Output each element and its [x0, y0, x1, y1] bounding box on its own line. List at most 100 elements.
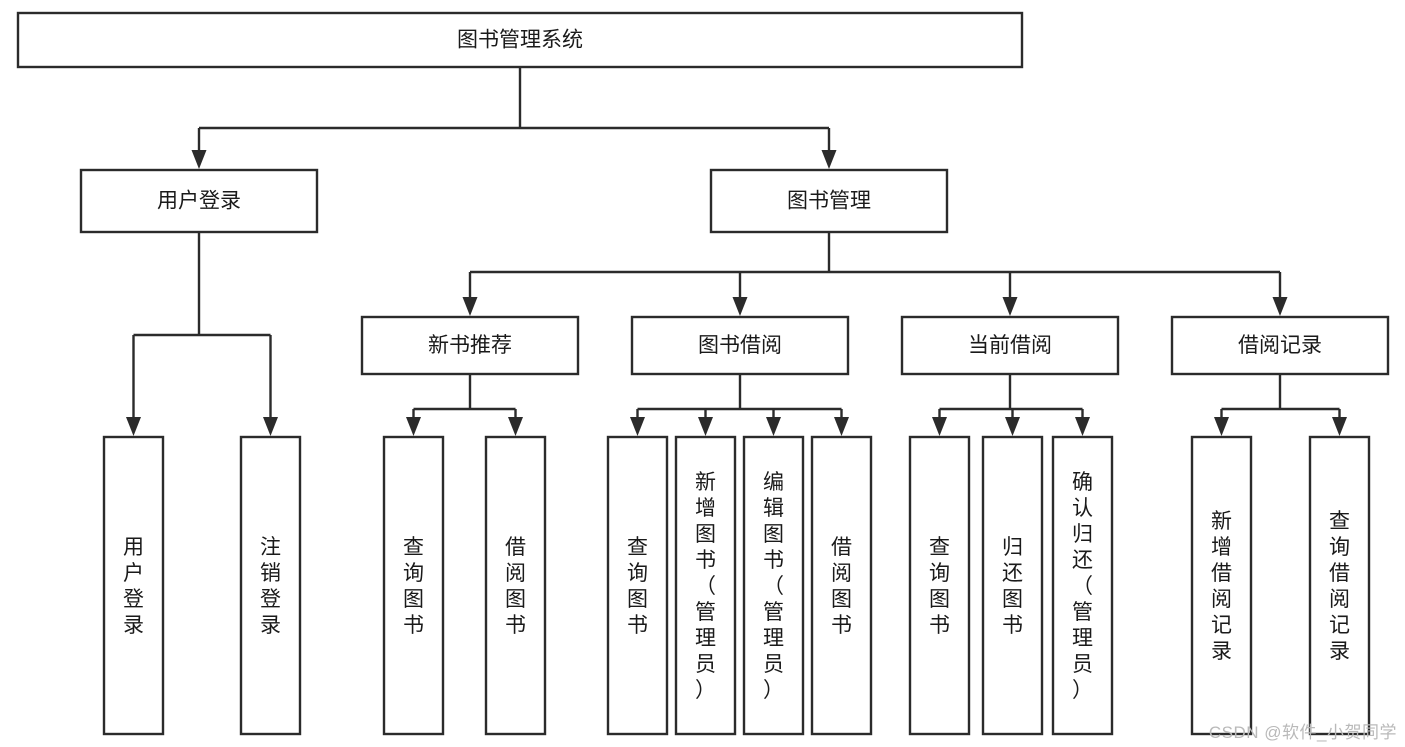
svg-text:借: 借: [1329, 562, 1350, 585]
svg-text:录: 录: [123, 614, 144, 637]
svg-text:用: 用: [123, 536, 144, 559]
node-leaf-1: [239, 435, 302, 736]
svg-text:员: 员: [1072, 653, 1093, 676]
svg-text:图: 图: [831, 588, 852, 611]
svg-text:记: 记: [1211, 614, 1232, 637]
svg-text:理: 理: [1072, 627, 1093, 650]
svg-text:图: 图: [929, 588, 950, 611]
arrow-head: [732, 297, 748, 316]
svg-text:借: 借: [831, 536, 852, 559]
node-leaf-0: [102, 435, 165, 736]
svg-text:书: 书: [627, 614, 648, 637]
svg-text:理: 理: [763, 627, 784, 650]
arrow-head: [834, 417, 849, 436]
node-leaf-9: [981, 435, 1044, 736]
svg-text:增: 增: [695, 497, 716, 520]
arrow-head: [1272, 297, 1288, 316]
svg-text:录: 录: [1329, 640, 1350, 663]
svg-text:询: 询: [403, 562, 424, 585]
svg-text:认: 认: [1072, 497, 1093, 520]
node-label: 新书推荐: [428, 334, 512, 357]
csdn-watermark: CSDN @软件_小贺同学: [1208, 723, 1397, 742]
svg-text:查: 查: [929, 536, 950, 559]
svg-text:书: 书: [695, 549, 716, 572]
svg-text:书: 书: [763, 549, 784, 572]
arrowhead-layer: [126, 150, 1347, 436]
svg-text:书: 书: [831, 614, 852, 637]
node-leaf-2: [382, 435, 445, 736]
svg-text:员: 员: [695, 653, 716, 676]
svg-text:询: 询: [1329, 536, 1350, 559]
node-label: 用户登录: [157, 190, 241, 213]
svg-text:）: ）: [695, 679, 716, 702]
arrow-head: [630, 417, 645, 436]
svg-text:管: 管: [1072, 601, 1093, 624]
arrow-head: [263, 417, 278, 436]
svg-text:员: 员: [763, 653, 784, 676]
svg-text:注: 注: [260, 536, 281, 559]
arrow-head: [698, 417, 713, 436]
node-leaf-3: [484, 435, 547, 736]
node-leaf-4: [606, 435, 669, 736]
svg-text:图: 图: [695, 523, 716, 546]
svg-text:书: 书: [403, 614, 424, 637]
label-layer: 图书管理系统用户登录图书管理新书推荐图书借阅当前借阅借阅记录用户登录注销登录查询…: [123, 29, 1350, 702]
svg-text:图: 图: [505, 588, 526, 611]
node-level1-0: [79, 168, 319, 234]
arrow-head: [1075, 417, 1090, 436]
svg-text:图: 图: [627, 588, 648, 611]
node-leaf-11: [1190, 435, 1253, 736]
arrow-head: [1002, 297, 1018, 316]
svg-text:管: 管: [763, 601, 784, 624]
svg-text:阅: 阅: [1329, 588, 1350, 611]
svg-text:借: 借: [505, 536, 526, 559]
svg-text:归: 归: [1002, 536, 1023, 559]
node-root: [16, 11, 1024, 69]
svg-text:）: ）: [763, 679, 784, 702]
svg-text:（: （: [763, 575, 784, 598]
svg-text:借: 借: [1211, 562, 1232, 585]
arrow-head: [932, 417, 947, 436]
svg-text:阅: 阅: [831, 562, 852, 585]
svg-text:查: 查: [403, 536, 424, 559]
node-label: 图书管理: [787, 190, 871, 213]
svg-text:图: 图: [763, 523, 784, 546]
node-leaf-8: [908, 435, 971, 736]
node-label-vertical: 用户登录: [123, 536, 144, 637]
arrow-head: [191, 150, 207, 169]
node-leaf-5: [674, 435, 737, 736]
arrow-head: [126, 417, 141, 436]
svg-text:录: 录: [260, 614, 281, 637]
svg-text:查: 查: [627, 536, 648, 559]
svg-text:销: 销: [260, 562, 281, 585]
svg-text:编: 编: [763, 471, 784, 494]
svg-text:户: 户: [123, 562, 144, 585]
node-level2-1: [630, 315, 850, 376]
svg-text:新: 新: [1211, 510, 1232, 533]
node-level2-0: [360, 315, 580, 376]
node-level2-3: [1170, 315, 1390, 376]
svg-text:归: 归: [1072, 523, 1093, 546]
svg-text:询: 询: [627, 562, 648, 585]
node-level2-2: [900, 315, 1120, 376]
svg-text:书: 书: [1002, 614, 1023, 637]
node-leaf-10: [1051, 435, 1114, 736]
svg-text:登: 登: [123, 588, 144, 611]
svg-text:图: 图: [403, 588, 424, 611]
svg-text:询: 询: [929, 562, 950, 585]
svg-text:记: 记: [1329, 614, 1350, 637]
node-layer: [16, 11, 1390, 736]
svg-text:查: 查: [1329, 510, 1350, 533]
svg-text:书: 书: [929, 614, 950, 637]
